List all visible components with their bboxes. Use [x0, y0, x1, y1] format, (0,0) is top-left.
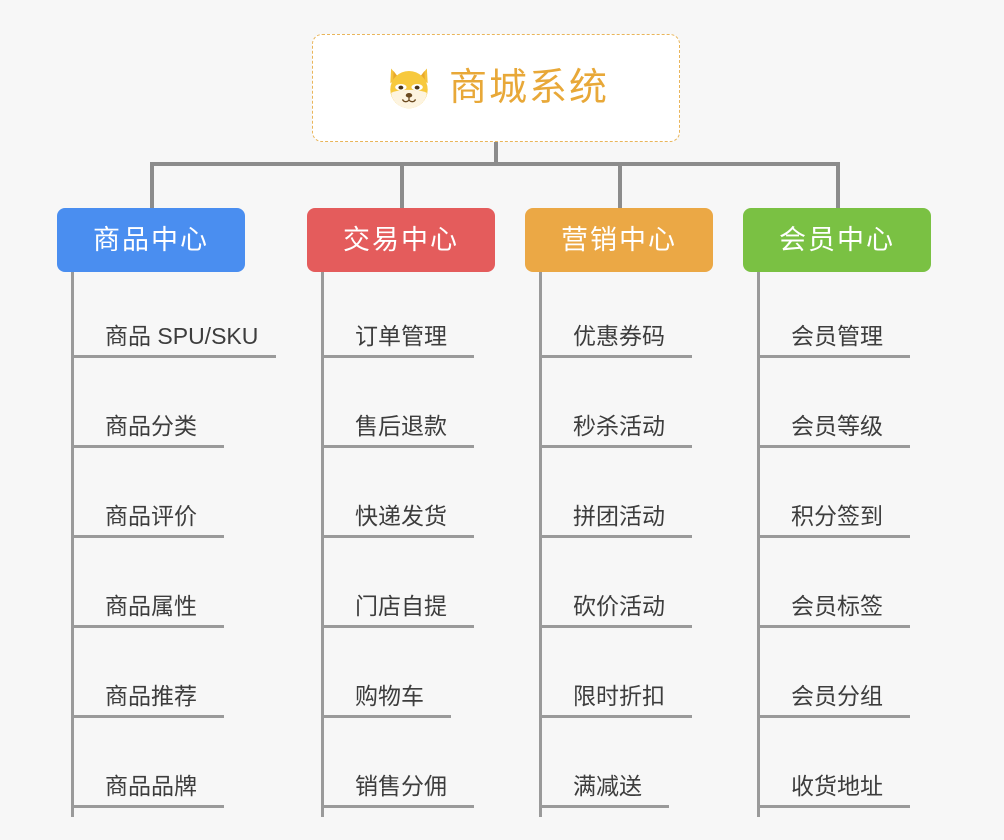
- connector-drop-4: [836, 162, 840, 208]
- leaf-item-label: 门店自提: [355, 593, 447, 619]
- leaf-item[interactable]: 积分签到: [757, 448, 930, 538]
- leaf-item-label: 限时折扣: [573, 683, 665, 709]
- connector-drop-2: [400, 162, 404, 208]
- leaf-item-underline: [539, 445, 692, 448]
- leaf-item-underline: [757, 355, 910, 358]
- leaf-item-underline: [71, 625, 224, 628]
- leaf-item-label: 优惠券码: [573, 323, 665, 349]
- category-label: 会员中心: [779, 224, 895, 255]
- leaf-item-underline: [321, 805, 474, 808]
- leaf-item-underline: [321, 535, 474, 538]
- leaf-item-label: 商品 SPU/SKU: [105, 323, 259, 349]
- leaf-item-label: 满减送: [573, 773, 642, 799]
- leaf-item-underline: [321, 625, 474, 628]
- connector-spine-marketing-center: [539, 272, 542, 817]
- leaf-item[interactable]: 会员管理: [757, 268, 930, 358]
- leaf-item[interactable]: 门店自提: [321, 538, 494, 628]
- leaf-item-label: 收货地址: [791, 773, 883, 799]
- leaf-item-underline: [71, 445, 224, 448]
- leaf-item[interactable]: 会员标签: [757, 538, 930, 628]
- connector-spine-trade-center: [321, 272, 324, 817]
- leaf-item[interactable]: 商品分类: [71, 358, 244, 448]
- leaf-item-label: 积分签到: [791, 503, 883, 529]
- shiba-dog-icon: [390, 68, 428, 109]
- leaf-item-underline: [321, 355, 474, 358]
- category-box-product-center[interactable]: 商品中心: [57, 208, 245, 272]
- leaf-item-underline: [757, 805, 910, 808]
- leaf-item-label: 砍价活动: [573, 593, 665, 619]
- leaf-item-underline: [71, 535, 224, 538]
- leaf-item-label: 拼团活动: [573, 503, 665, 529]
- leaf-item[interactable]: 商品品牌: [71, 718, 244, 808]
- leaf-item-underline: [71, 355, 276, 358]
- leaf-item[interactable]: 限时折扣: [539, 628, 712, 718]
- leaf-item[interactable]: 购物车: [321, 628, 471, 718]
- leaf-item-label: 会员等级: [791, 413, 883, 439]
- leaf-item-label: 商品属性: [105, 593, 197, 619]
- leaf-item-underline: [757, 715, 910, 718]
- leaf-item[interactable]: 满减送: [539, 718, 689, 808]
- leaf-item-underline: [71, 715, 224, 718]
- leaf-item-label: 商品品牌: [105, 773, 197, 799]
- leaf-item[interactable]: 商品属性: [71, 538, 244, 628]
- leaf-item[interactable]: 拼团活动: [539, 448, 712, 538]
- leaf-item-label: 会员分组: [791, 683, 883, 709]
- connector-root-stem: [494, 142, 498, 164]
- category-box-trade-center[interactable]: 交易中心: [307, 208, 495, 272]
- category-box-marketing-center[interactable]: 营销中心: [525, 208, 713, 272]
- leaf-item-label: 订单管理: [355, 323, 447, 349]
- leaf-item-underline: [757, 535, 910, 538]
- leaf-item-underline: [539, 715, 692, 718]
- leaf-item[interactable]: 订单管理: [321, 268, 494, 358]
- leaf-item[interactable]: 商品评价: [71, 448, 244, 538]
- leaf-item-underline: [321, 445, 474, 448]
- leaf-item[interactable]: 会员分组: [757, 628, 930, 718]
- leaf-item-label: 会员管理: [791, 323, 883, 349]
- leaf-item-label: 销售分佣: [355, 773, 447, 799]
- leaf-item-label: 商品分类: [105, 413, 197, 439]
- root-title: 商城系统: [448, 67, 609, 109]
- leaf-item[interactable]: 优惠券码: [539, 268, 712, 358]
- connector-drop-3: [618, 162, 622, 208]
- leaf-item[interactable]: 秒杀活动: [539, 358, 712, 448]
- leaf-item-label: 会员标签: [791, 593, 883, 619]
- leaf-item[interactable]: 销售分佣: [321, 718, 494, 808]
- leaf-item[interactable]: 售后退款: [321, 358, 494, 448]
- leaf-item[interactable]: 商品 SPU/SKU: [71, 268, 296, 358]
- leaf-item-label: 秒杀活动: [573, 413, 665, 439]
- category-label: 营销中心: [561, 224, 677, 255]
- connector-spine-product-center: [71, 272, 74, 817]
- leaf-item[interactable]: 砍价活动: [539, 538, 712, 628]
- leaf-item-underline: [757, 625, 910, 628]
- leaf-item-underline: [71, 805, 224, 808]
- category-label: 交易中心: [343, 224, 459, 255]
- leaf-item[interactable]: 收货地址: [757, 718, 930, 808]
- connector-drop-1: [150, 162, 154, 208]
- connector-horizontal-bus: [150, 162, 840, 166]
- leaf-item-label: 快递发货: [355, 503, 447, 529]
- category-box-member-center[interactable]: 会员中心: [743, 208, 931, 272]
- leaf-item-underline: [321, 715, 451, 718]
- leaf-item-underline: [539, 805, 669, 808]
- category-label: 商品中心: [93, 224, 209, 255]
- leaf-item-label: 购物车: [355, 683, 424, 709]
- leaf-item[interactable]: 商品推荐: [71, 628, 244, 718]
- leaf-item-label: 售后退款: [355, 413, 447, 439]
- leaf-item-underline: [539, 625, 692, 628]
- leaf-item-underline: [539, 535, 692, 538]
- leaf-item-underline: [757, 445, 910, 448]
- leaf-item-label: 商品评价: [105, 503, 197, 529]
- leaf-item[interactable]: 快递发货: [321, 448, 494, 538]
- leaf-item-underline: [539, 355, 692, 358]
- root-node-mall-system[interactable]: 商城系统: [312, 34, 680, 142]
- connector-spine-member-center: [757, 272, 760, 817]
- leaf-item-label: 商品推荐: [105, 683, 197, 709]
- leaf-item[interactable]: 会员等级: [757, 358, 930, 448]
